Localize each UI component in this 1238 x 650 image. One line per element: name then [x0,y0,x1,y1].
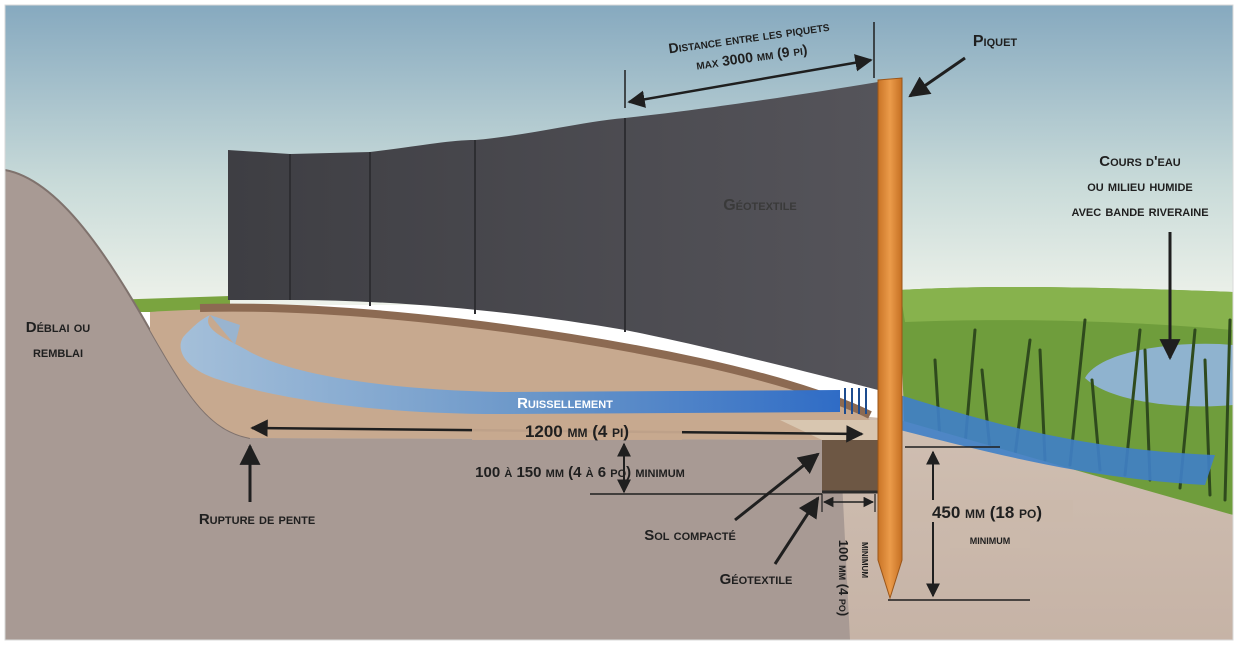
runoff-label: Ruissellement [517,395,613,412]
fence-fabric-label: Géotextile [723,197,797,214]
stake [877,77,903,600]
runoff-ripples [844,388,867,414]
watercourse-label-line1: Cours d'eau [1099,153,1181,170]
stake-depth-label2-bg [950,530,1030,548]
geotextile-fence [228,82,878,390]
wetland-pool [1085,343,1233,407]
stake-pointer [908,56,966,98]
fence-panel-seams [289,118,626,332]
slope-break-label: Rupture de pente [199,511,315,528]
watercourse-label-line3: avec bande riveraine [1071,203,1208,220]
buried-geotextile-pointer [773,496,820,565]
watercourse-label-line2: ou milieu humide [1087,178,1193,195]
fill-mound [5,170,850,640]
grass-field-far [900,286,1233,330]
trench-width-label-line1: 100 mm (4 po) [836,540,851,616]
trench-width-label-group-2: minimum [859,542,871,578]
compacted-soil-pointer [734,452,820,522]
fill-label-line1: Déblai ou [26,319,91,336]
stake-label: Piquet [973,33,1018,50]
stake-depth-label-line2: minimum [970,532,1011,547]
runoff-continuation [900,395,1215,485]
distance-arrow [627,54,873,108]
compacted-soil [822,440,878,492]
compacted-soil-label: Sol compacté [644,527,736,544]
runoff-flow [180,315,840,414]
frame [4,4,1234,641]
trench-width-label-line2: minimum [859,542,871,578]
width-1200-label: 1200 mm (4 pi) [525,422,629,441]
runoff-tail [210,315,240,345]
width-1200-label-bg [472,422,682,440]
fill-label-line2: remblai [33,344,83,361]
trench-width-label-group: 100 mm (4 po) [836,540,851,616]
depth-minimum-label: 100 à 150 mm (4 à 6 po) minimum [475,464,685,481]
stake-depth-label-bg [903,500,1073,522]
stake-depth-label-line1: 450 mm (18 po) [932,503,1042,522]
buried-geotextile-label: Géotextile [720,571,793,588]
